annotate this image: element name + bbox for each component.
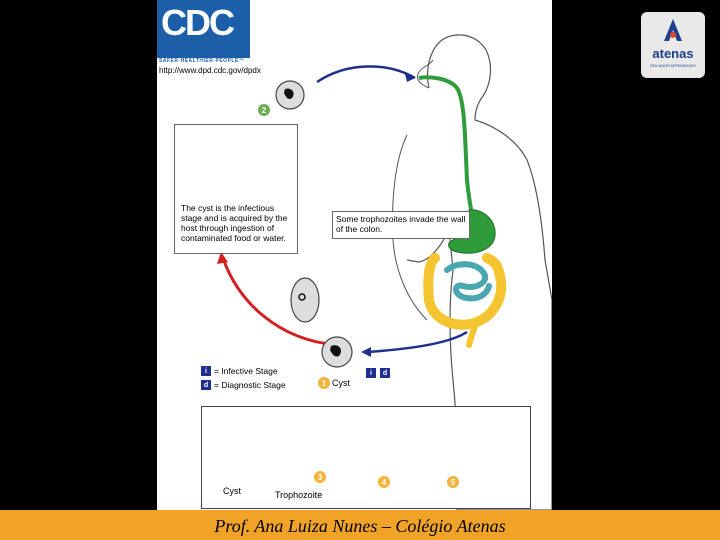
step-3-badge: 3 bbox=[314, 471, 326, 483]
infective-stage-icon: i bbox=[201, 366, 211, 376]
human-body-outline bbox=[406, 34, 552, 510]
step-1-badge: 1 bbox=[318, 377, 330, 389]
cdc-logo-letters: CDC bbox=[161, 2, 235, 43]
rectum bbox=[466, 319, 480, 348]
small-intestine bbox=[444, 261, 492, 302]
colon bbox=[423, 253, 507, 330]
cdc-tagline: SAFER·HEALTHIER·PEOPLE™ bbox=[159, 58, 245, 64]
legend-infective: i = Infective Stage bbox=[201, 364, 286, 378]
food-info-text: The cyst is the infectious stage and is … bbox=[181, 203, 288, 243]
colon-info-box: Some trophozoites invade the wall of the… bbox=[332, 211, 470, 239]
legend-infective-label: = Infective Stage bbox=[214, 366, 278, 376]
footer-credit: Prof. Ana Luiza Nunes – Colégio Atenas bbox=[214, 516, 506, 536]
colon-info-text: Some trophozoites invade the wall of the… bbox=[336, 214, 466, 234]
cdc-logo: CDC bbox=[157, 0, 250, 58]
atenas-logo: atenas SEU MAIOR APRENDIZADO bbox=[641, 12, 705, 78]
arrow-to-food-head bbox=[217, 252, 228, 264]
cdc-url: http://www.dpd.cdc.gov/dpdx bbox=[159, 66, 261, 75]
face-profile bbox=[416, 59, 434, 89]
step-4-badge: 4 bbox=[378, 476, 390, 488]
arm-outline bbox=[392, 134, 428, 321]
multiplication-panel bbox=[201, 406, 531, 509]
legend-diagnostic-label: = Diagnostic Stage bbox=[214, 380, 286, 390]
step-2-badge: 2 bbox=[258, 104, 270, 116]
trophozoite-middle bbox=[290, 277, 320, 323]
arrow-to-mouth bbox=[316, 65, 416, 84]
atenas-name: atenas bbox=[652, 46, 694, 61]
cyst-bottom bbox=[321, 336, 353, 368]
diagnostic-stage-icon: d bbox=[201, 380, 211, 390]
footer-bar: Prof. Ana Luiza Nunes – Colégio Atenas bbox=[0, 510, 720, 540]
legend-diagnostic: d = Diagnostic Stage bbox=[201, 378, 286, 392]
arrow-to-food bbox=[221, 257, 338, 347]
arrow-to-mouth-head bbox=[405, 74, 415, 82]
lower-cyst-label: Cyst bbox=[223, 486, 241, 496]
cyst-infective-icon: i bbox=[366, 368, 376, 378]
food-info-box: The cyst is the infectious stage and is … bbox=[174, 124, 298, 254]
esophagus bbox=[418, 75, 475, 221]
arrow-cyst-excreted bbox=[366, 330, 468, 354]
legend: i = Infective Stage d = Diagnostic Stage bbox=[201, 364, 286, 392]
cyst-diagnostic-icon: d bbox=[380, 368, 390, 378]
step-5-badge: 5 bbox=[447, 476, 459, 488]
life-cycle-figure: CDC SAFER·HEALTHIER·PEOPLE™ http://www.d… bbox=[157, 0, 552, 510]
lower-trophozoite-label: Trophozoite bbox=[275, 490, 323, 500]
atenas-a-icon bbox=[664, 19, 682, 41]
cyst-top bbox=[275, 80, 305, 110]
cyst-stage-label: Cyst bbox=[332, 378, 350, 388]
arrow-cyst-excreted-head bbox=[361, 347, 371, 357]
atenas-sub: SEU MAIOR APRENDIZADO bbox=[650, 64, 696, 68]
